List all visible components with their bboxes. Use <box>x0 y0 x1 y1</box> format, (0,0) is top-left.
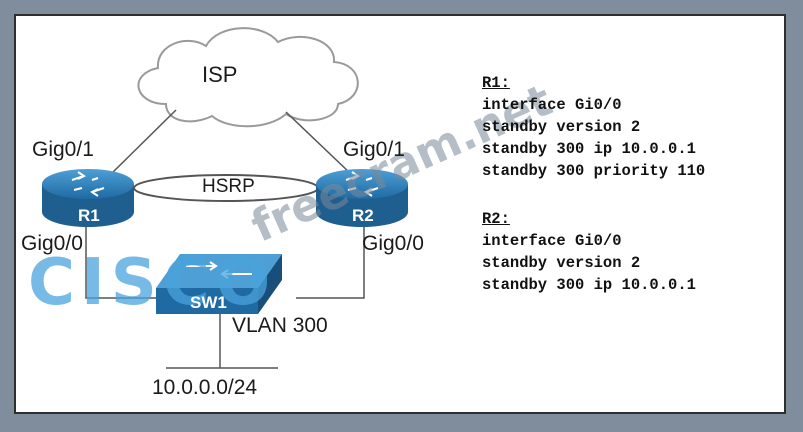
r2-config-block: R2: interface Gi0/0 standby version 2 st… <box>482 208 696 296</box>
vlan-label: VLAN 300 <box>232 314 328 337</box>
r2-config-line: standby 300 ip 10.0.0.1 <box>482 276 696 294</box>
r2-name-label: R2 <box>352 206 374 225</box>
r1-config-line: standby 300 priority 110 <box>482 162 706 180</box>
router-r2-icon <box>316 169 408 227</box>
r2-config-header: R2: <box>482 210 510 228</box>
r1-name-label: R1 <box>78 206 100 225</box>
r2-top-port-label: Gig0/1 <box>343 138 405 161</box>
r2-bottom-port-label: Gig0/0 <box>362 232 424 255</box>
link-r2-isp <box>285 111 352 175</box>
subnet-label: 10.0.0.0/24 <box>152 376 258 399</box>
r1-config-header: R1: <box>482 74 510 92</box>
r1-bottom-port-label: Gig0/0 <box>21 232 83 255</box>
r1-config-line: standby 300 ip 10.0.0.1 <box>482 140 696 158</box>
sw1-name-label: SW1 <box>190 293 227 312</box>
r1-config-block: R1: interface Gi0/0 standby version 2 st… <box>482 72 705 182</box>
r1-config-line: standby version 2 <box>482 118 641 136</box>
hsrp-label: HSRP <box>202 176 255 197</box>
r2-config-line: interface Gi0/0 <box>482 232 622 250</box>
isp-cloud <box>137 27 359 128</box>
link-r1-sw1 <box>85 221 176 299</box>
r2-config-line: standby version 2 <box>482 254 641 272</box>
link-r1-isp <box>110 109 177 175</box>
r1-config-line: interface Gi0/0 <box>482 96 622 114</box>
link-r2-sw1 <box>296 221 365 299</box>
diagram-frame: CISCO freecram.net ISP Gig0/1 Gig0/1 HSR… <box>14 14 786 414</box>
cisco-watermark: CISCO <box>28 246 277 320</box>
router-r1-icon <box>42 169 134 227</box>
switch-sw1-icon <box>156 254 282 314</box>
topology-drawing <box>42 27 408 369</box>
r1-top-port-label: Gig0/1 <box>32 138 94 161</box>
isp-label: ISP <box>202 62 238 87</box>
